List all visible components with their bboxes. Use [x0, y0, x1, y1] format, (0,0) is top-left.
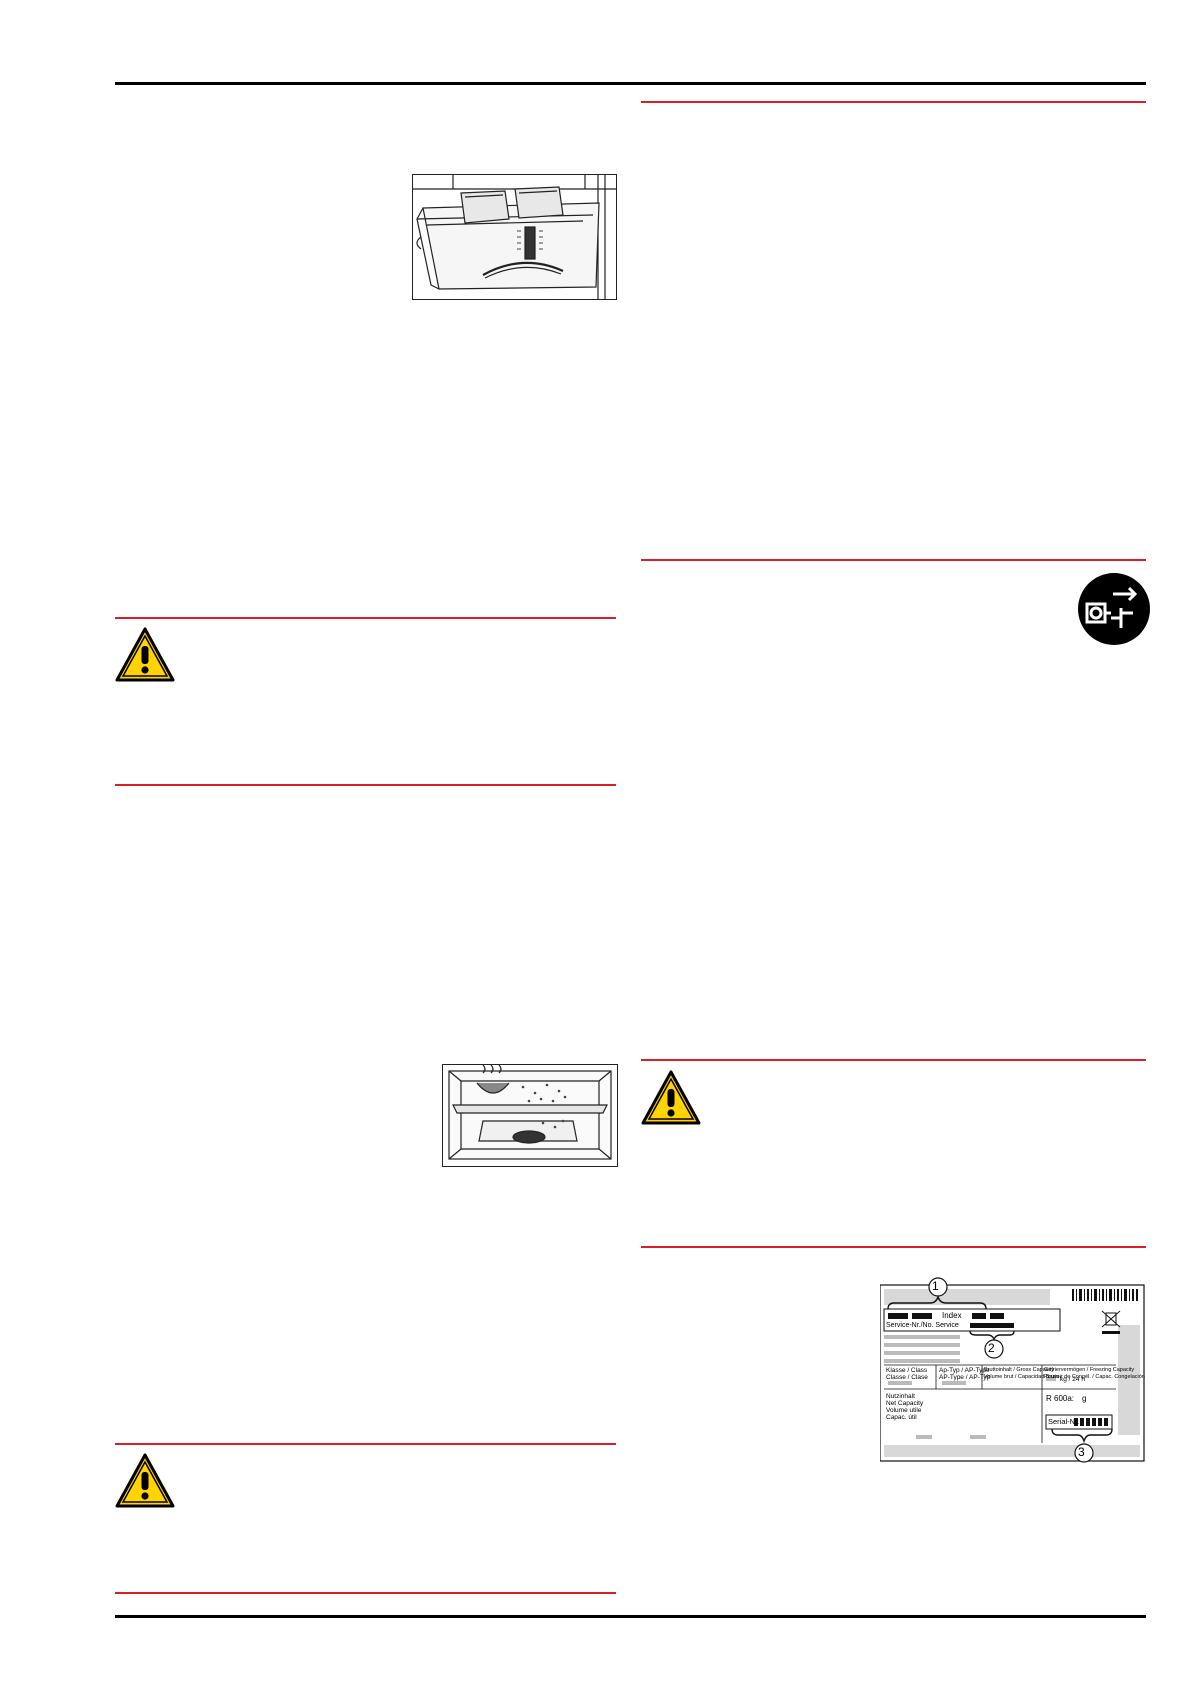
- section-rule-warning-1: [115, 617, 616, 619]
- section-rule-left-end: [115, 1592, 616, 1594]
- net-label: Nutzinhalt: [886, 1393, 915, 1400]
- service-label: Service-Nr./No. Service: [886, 1322, 959, 1329]
- warning-triangle-icon: [640, 1069, 702, 1127]
- class-label: Klasse / Class: [886, 1367, 928, 1374]
- type-label: Ap-Typ / AP-Type: [939, 1367, 990, 1374]
- type-sub: AP-Type / AP-Typ: [939, 1374, 991, 1381]
- section-rule-warning-2: [115, 1443, 616, 1445]
- warning-triangle-icon: [114, 626, 176, 684]
- footer-rule: [115, 1615, 1146, 1618]
- serial-label: Serial-Nr.: [1048, 1417, 1080, 1426]
- section-rule-disconnect: [641, 559, 1146, 561]
- section-rule-rating-plate: [641, 1246, 1146, 1248]
- warning-triangle-icon: [114, 1452, 176, 1510]
- index-label: Index: [942, 1311, 962, 1320]
- callout-1: 1: [932, 1279, 939, 1293]
- refrigerant-unit: g: [1082, 1394, 1087, 1403]
- kg-label: kg / 24 h: [1060, 1376, 1085, 1383]
- gross-sub: Volume brut / Capacidad Bruta: [984, 1374, 1059, 1380]
- freezing-sub: Pouvoir de Congél. / Capac. Congelación: [1044, 1374, 1145, 1380]
- power-disconnect-icon: [1077, 572, 1151, 646]
- net-sub-3: Capac. útil: [886, 1414, 917, 1421]
- net-sub-1: Net Capacity: [886, 1400, 924, 1407]
- freezing-label: Gefriervermögen / Freezing Capacity: [1044, 1367, 1135, 1373]
- class-sub: Classe / Clase: [886, 1374, 928, 1381]
- section-rule-left-2: [115, 784, 616, 786]
- gross-label: Bruttoinhalt / Gross Capacity: [984, 1367, 1055, 1373]
- callout-3: 3: [1078, 1445, 1085, 1459]
- section-rule-right-1: [641, 101, 1146, 103]
- callout-2: 2: [988, 1341, 995, 1355]
- section-rule-warning-3: [641, 1059, 1146, 1061]
- fridge-defrost-illustration: [442, 1064, 618, 1167]
- refrigerant-label: R 600a:: [1046, 1394, 1075, 1403]
- crisper-drawer-illustration: [412, 174, 617, 300]
- rating-plate-illustration: 1 2 3 Index Service-Nr./No. Service Klas…: [880, 1265, 1145, 1467]
- header-rule: [115, 82, 1146, 85]
- net-sub-2: Volume utile: [886, 1407, 922, 1414]
